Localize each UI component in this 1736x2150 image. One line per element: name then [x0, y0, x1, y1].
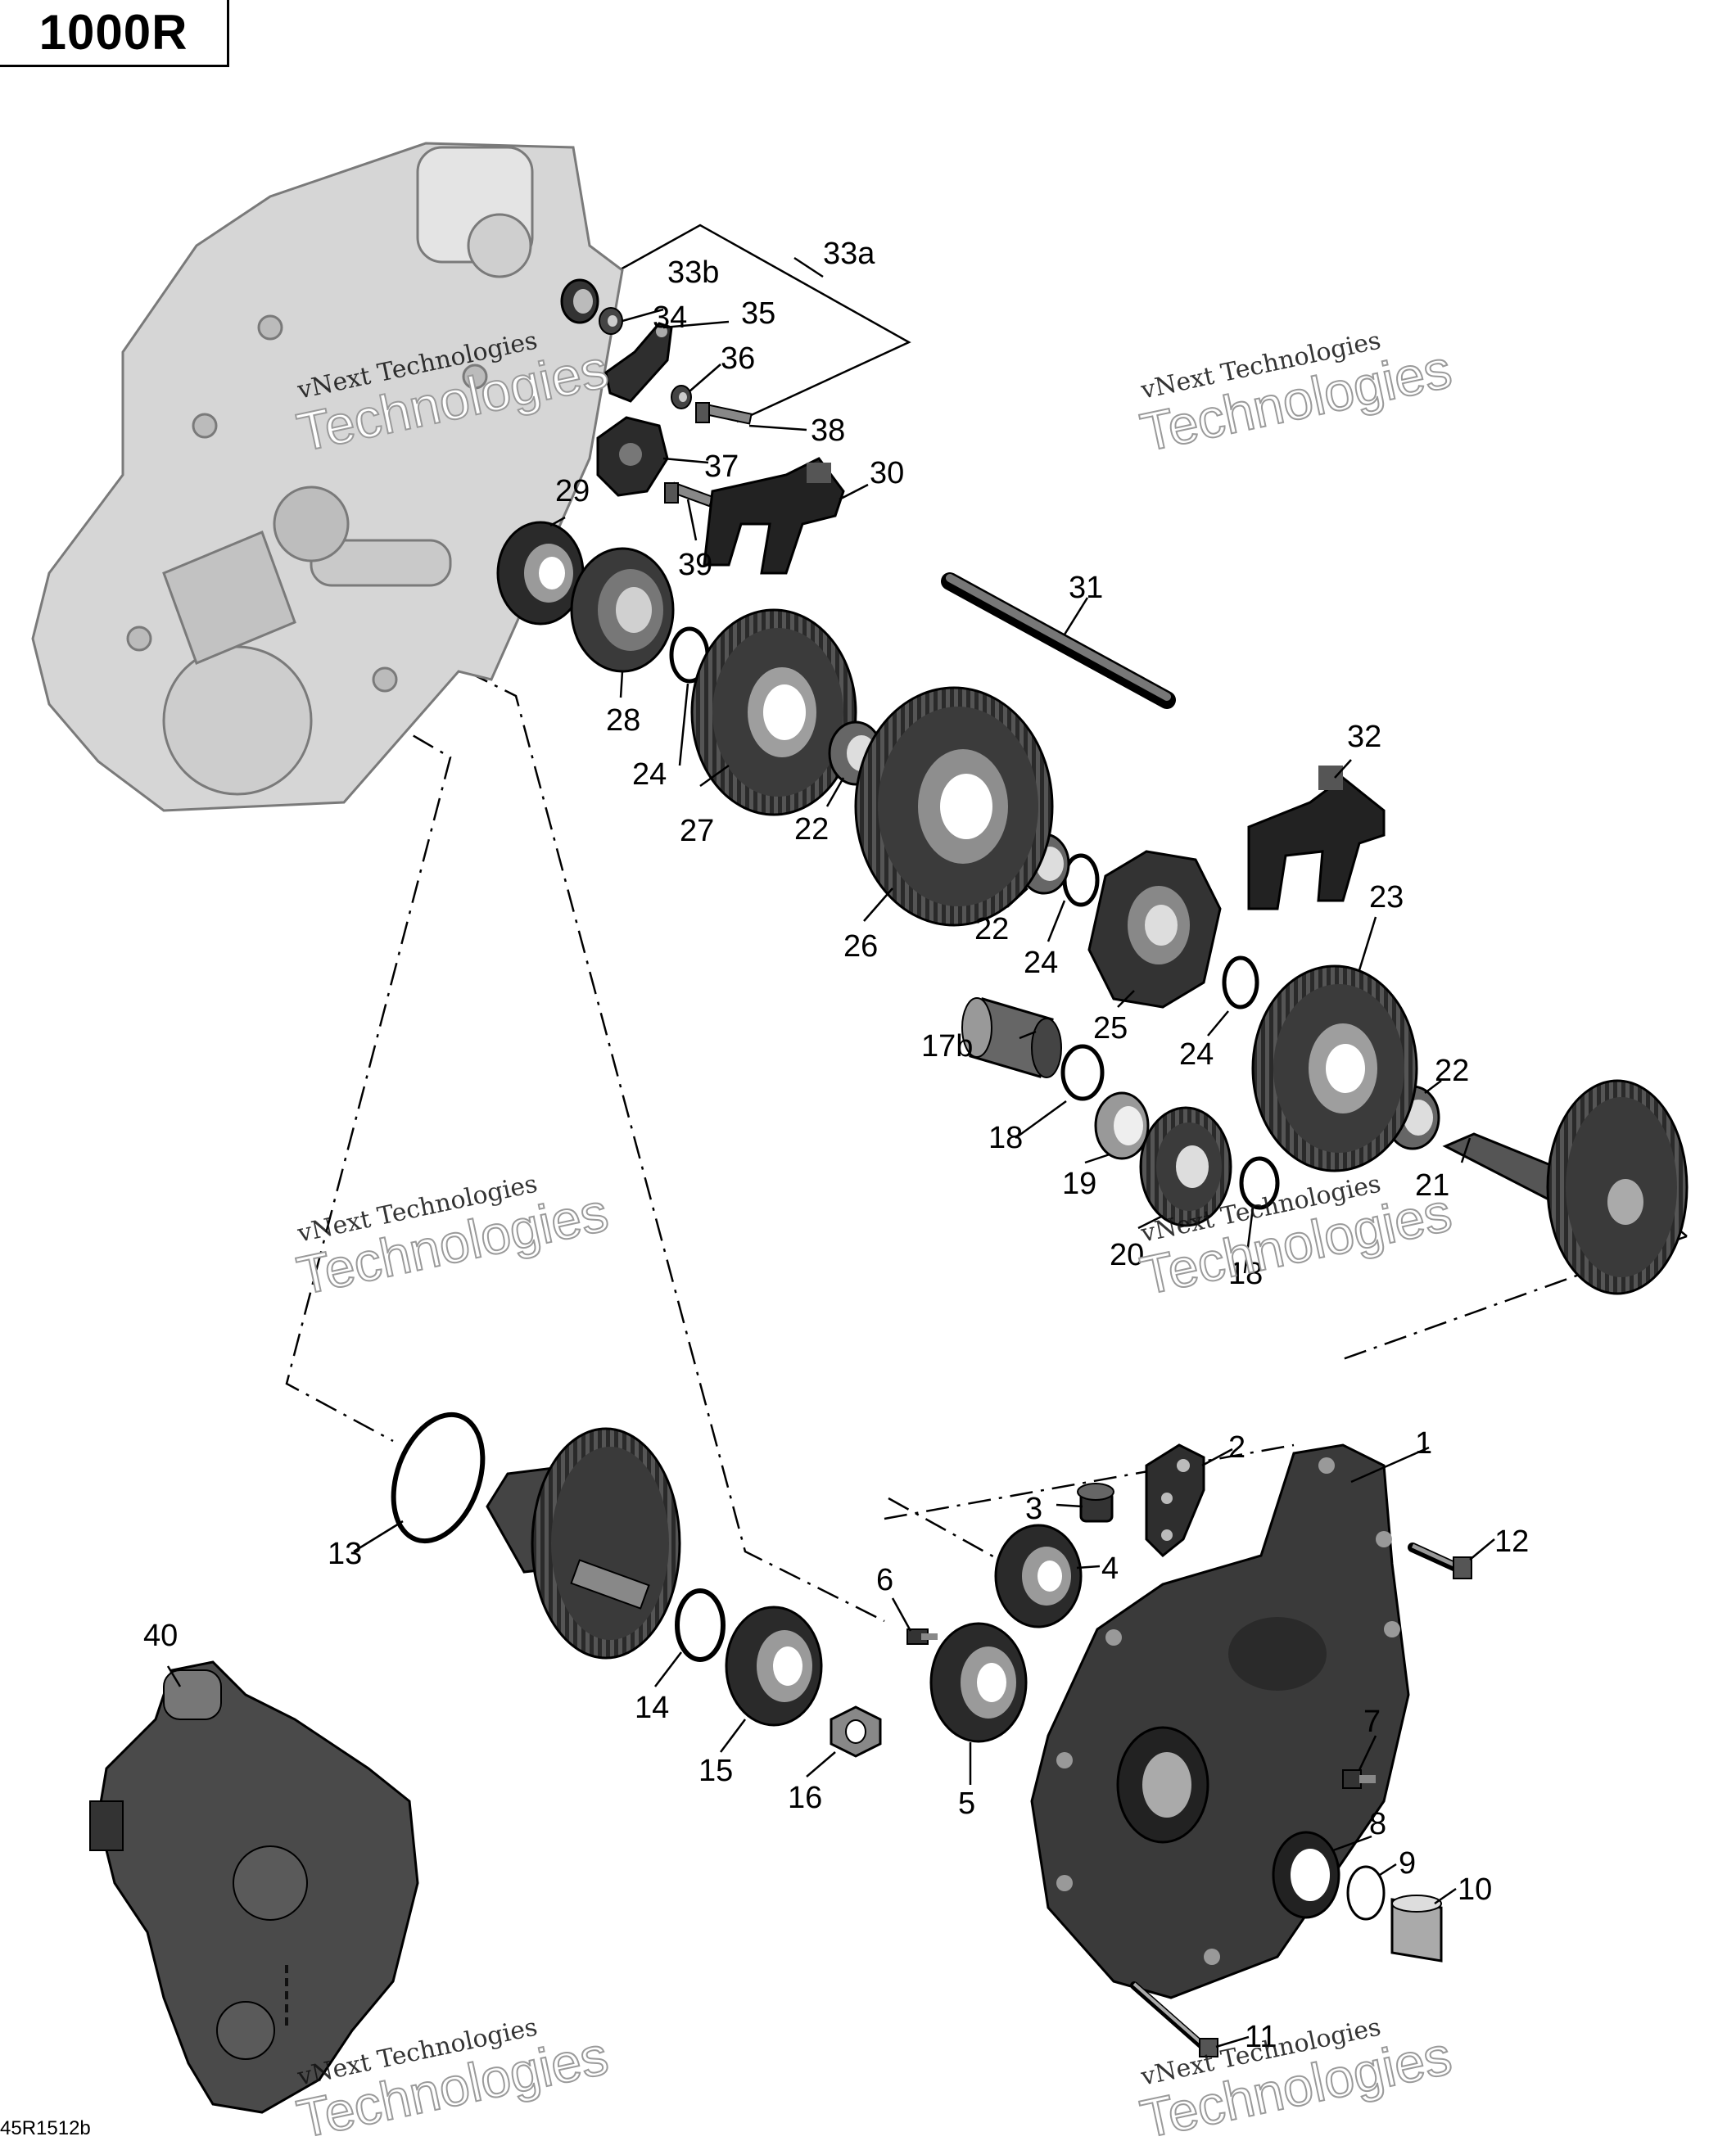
part-9-ring [1346, 1865, 1386, 1921]
part-29-bearing [496, 521, 585, 626]
callout-31: 31 [1069, 571, 1103, 605]
part-21-output-shaft [1442, 1079, 1689, 1295]
callout-10: 10 [1458, 1872, 1492, 1907]
callout-24c: 24 [1179, 1037, 1214, 1072]
part-30-shift-fork [703, 457, 845, 575]
part-40-gearbox-assembly [89, 1660, 419, 2114]
leader-lines [166, 308, 1495, 2048]
part-32-shift-fork [1247, 766, 1386, 910]
callout-12: 12 [1494, 1524, 1529, 1559]
callout-33a: 33a [823, 237, 875, 271]
part-15-bearing [725, 1606, 823, 1727]
part-24-circlip-c [1222, 955, 1259, 1010]
model-label-box: 1000R [0, 0, 229, 67]
callout-6: 6 [876, 1563, 893, 1597]
part-4-bearing [994, 1524, 1083, 1628]
callout-28: 28 [606, 703, 640, 738]
model-label: 1000R [38, 5, 188, 60]
callout-7: 7 [1363, 1705, 1381, 1739]
part-38-bolt [695, 402, 753, 425]
callout-17b: 17b [921, 1029, 973, 1064]
callout-25: 25 [1093, 1011, 1128, 1046]
part-8-seal [1272, 1831, 1340, 1919]
part-23-gear [1251, 964, 1418, 1172]
callout-24a: 24 [632, 757, 667, 792]
callout-13: 13 [328, 1537, 362, 1571]
kit-bracket-33a [589, 224, 911, 423]
part-10-bushing [1390, 1895, 1443, 1963]
part-6-plug [906, 1628, 938, 1645]
callout-29: 29 [555, 474, 590, 508]
callout-19: 19 [1062, 1167, 1096, 1201]
part-7-bolt [1342, 1769, 1376, 1789]
callout-8: 8 [1369, 1807, 1386, 1841]
callout-1: 1 [1415, 1426, 1432, 1461]
left-housing-grey [31, 142, 624, 812]
callout-16: 16 [788, 1781, 822, 1815]
part-2-plate [1145, 1443, 1205, 1558]
callout-22c: 22 [1435, 1054, 1469, 1088]
callout-35: 35 [741, 296, 775, 331]
callout-32: 32 [1347, 720, 1381, 754]
part-19-bushing [1094, 1091, 1150, 1160]
callout-26: 26 [843, 929, 878, 964]
part-25-hub [1087, 850, 1222, 1009]
part-36-washer [671, 385, 692, 409]
callout-18a: 18 [988, 1121, 1023, 1155]
callout-3: 3 [1025, 1492, 1042, 1526]
part-5-bearing [929, 1622, 1028, 1743]
callout-9: 9 [1399, 1846, 1416, 1881]
callout-27: 27 [680, 814, 714, 848]
part-17b-sleeve [961, 997, 1062, 1078]
callout-labels: 1 2 3 4 5 6 7 8 9 10 11 12 13 14 15 16 1… [143, 237, 1529, 2054]
callout-30: 30 [870, 456, 904, 490]
callout-5: 5 [958, 1786, 975, 1821]
part-18-ring-b [1239, 1156, 1280, 1210]
differential-assembly [486, 1427, 681, 1660]
part-3-plug [1077, 1483, 1114, 1523]
part-16-nut [830, 1705, 882, 1758]
callout-34: 34 [653, 300, 687, 335]
callout-4: 4 [1101, 1552, 1119, 1586]
part-13-o-ring [391, 1412, 486, 1544]
callout-20: 20 [1110, 1238, 1144, 1272]
callout-11: 11 [1245, 2020, 1277, 2054]
callout-22a: 22 [794, 812, 829, 847]
part-12-bolt [1408, 1542, 1472, 1579]
callout-33b: 33b [667, 255, 719, 290]
part-31-shift-shaft [941, 572, 1176, 709]
callout-38: 38 [811, 413, 845, 448]
callout-24b: 24 [1024, 946, 1058, 980]
part-11-bolt [1130, 1981, 1218, 2057]
callout-23: 23 [1369, 880, 1404, 915]
part-35-lever [604, 322, 673, 403]
part-28-hub [570, 547, 675, 673]
callout-40: 40 [143, 1619, 178, 1653]
part-18-ring-a [1060, 1044, 1105, 1101]
part-37-indexer [596, 416, 669, 497]
part-1-cover [1030, 1443, 1410, 1999]
callout-2: 2 [1228, 1430, 1245, 1465]
callout-37: 37 [704, 449, 739, 484]
part-14-ring [675, 1588, 726, 1662]
callout-18b: 18 [1228, 1257, 1263, 1291]
part-39-bolt [664, 481, 714, 508]
callout-15: 15 [698, 1754, 733, 1788]
part-34-washer [599, 307, 623, 335]
callout-14: 14 [635, 1691, 669, 1725]
part-27-gear [690, 608, 857, 816]
callout-36: 36 [721, 341, 755, 376]
part-20-gear [1139, 1106, 1232, 1227]
document-code: 45R1512b [0, 2117, 91, 2139]
callout-39: 39 [678, 548, 712, 582]
part-33b-seal [560, 278, 599, 324]
callout-21: 21 [1415, 1168, 1449, 1203]
callout-22b: 22 [974, 912, 1009, 946]
part-26-gear [854, 686, 1054, 927]
